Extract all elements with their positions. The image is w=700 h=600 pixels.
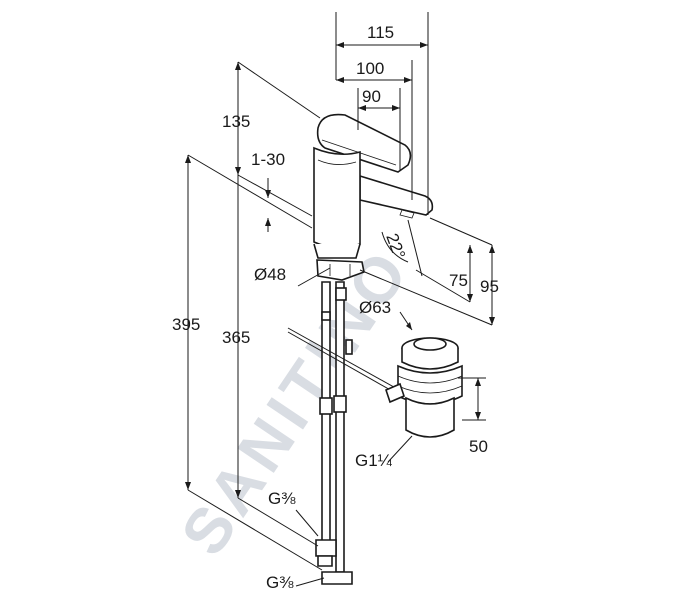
watermark: SANITINO xyxy=(167,234,425,568)
thread-g3-8-lower: G⅜ xyxy=(266,573,294,592)
thread-g3-8-upper: G⅜ xyxy=(268,489,296,508)
dim-50: 50 xyxy=(469,437,488,456)
dim-1-30: 1-30 xyxy=(251,150,285,169)
dim-115: 115 xyxy=(367,23,394,42)
faucet-body xyxy=(313,113,434,281)
dim-diameter-48: Ø48 xyxy=(254,265,286,284)
dim-90: 90 xyxy=(362,87,381,106)
dim-100: 100 xyxy=(356,59,384,78)
dim-diameter-63: Ø63 xyxy=(359,298,391,317)
dim-365: 365 xyxy=(222,328,250,347)
supply-hoses xyxy=(315,281,353,585)
dimension-lines xyxy=(187,12,493,587)
dim-95: 95 xyxy=(480,277,499,296)
thread-g1-1-4: G1¼ xyxy=(355,451,393,470)
dim-135: 135 xyxy=(222,112,250,131)
waste-valve xyxy=(385,337,463,438)
dim-75: 75 xyxy=(449,271,468,290)
arrowheads xyxy=(185,42,495,498)
dim-395: 395 xyxy=(172,315,200,334)
